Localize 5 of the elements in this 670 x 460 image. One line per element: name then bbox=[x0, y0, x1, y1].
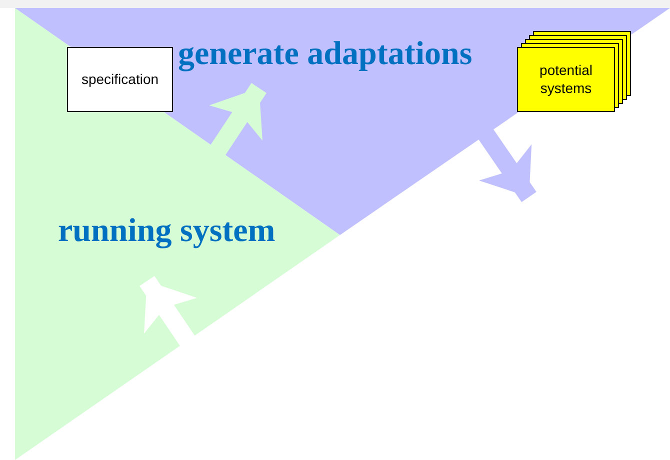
box-label: potential systems bbox=[538, 61, 594, 97]
region-title: generate adaptations bbox=[178, 36, 472, 73]
box-label: specification bbox=[80, 71, 160, 87]
region-title: running system bbox=[58, 213, 276, 250]
block-arrow bbox=[208, 83, 267, 158]
